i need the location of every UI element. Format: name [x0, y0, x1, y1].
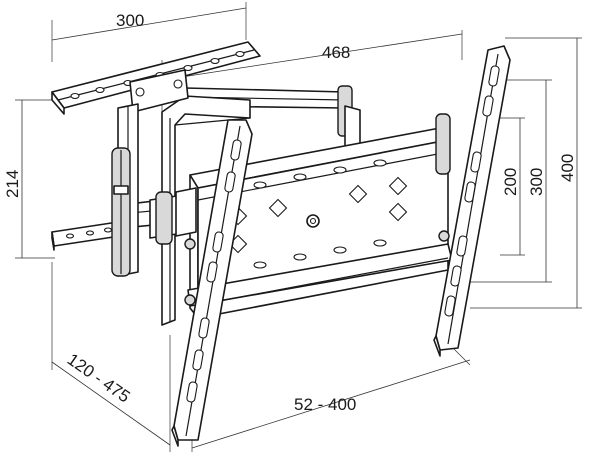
dim-vesa-400: 400	[558, 154, 577, 182]
hinge-cylinder-left	[111, 147, 131, 277]
dim-rail-spacing: 52 - 400	[294, 395, 356, 414]
dim-wall-distance: 120 - 475	[64, 350, 134, 407]
dim-wall-plate-height: 214	[3, 170, 22, 198]
dim-vesa-300: 300	[527, 168, 546, 196]
upper-arm	[184, 85, 361, 151]
dimension-lines	[15, 2, 582, 452]
dim-top-width: 300	[116, 11, 144, 30]
center-pivot	[149, 187, 197, 245]
hinge-cylinder-right	[435, 113, 451, 175]
tv-bracket-frame	[187, 127, 453, 319]
right-vertical-rail	[433, 45, 511, 357]
dim-arm-length: 468	[322, 43, 350, 62]
left-vertical-rail	[171, 119, 253, 447]
dim-vesa-200: 200	[501, 168, 520, 196]
